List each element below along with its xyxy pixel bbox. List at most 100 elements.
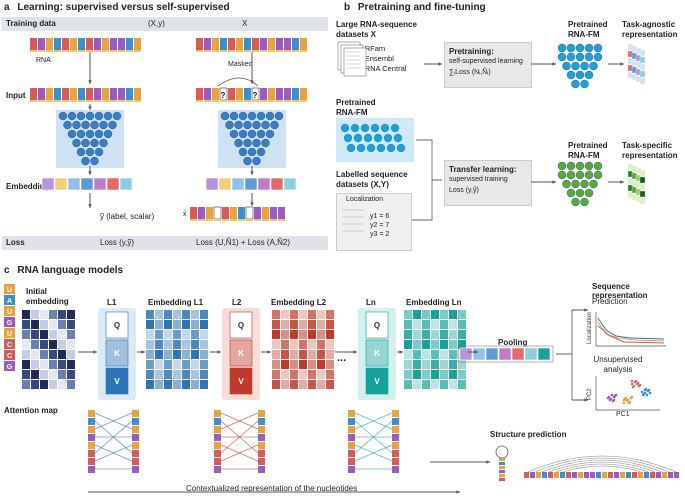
structure-sequence-tile	[554, 472, 559, 478]
embedding-l1-cell	[164, 380, 172, 389]
embedding-l2-cell	[317, 320, 325, 329]
network-selfsup-node	[238, 111, 248, 121]
structure-stem	[499, 462, 505, 465]
embedding-l2-cell	[308, 340, 316, 349]
pretrained-left-node	[350, 123, 360, 133]
rna-strand-top-right-backbone	[212, 50, 219, 52]
network-pretrained-top-node	[571, 61, 580, 71]
rna-strand-top-left-backbone	[102, 50, 109, 52]
network-pretrained-top-node	[584, 52, 594, 62]
network-pretrained-top-node	[589, 61, 598, 71]
contextualized-label: Contextualized representation of the nuc…	[186, 484, 358, 493]
embedding-ln-cell	[422, 310, 430, 319]
layer-1-q-label: Q	[114, 321, 120, 330]
structure-sequence-tile	[560, 472, 565, 478]
rna-strand-output-backbone	[246, 219, 253, 221]
embedding-bar-left-cell	[106, 177, 120, 191]
embedding-ln-cell	[422, 370, 430, 379]
nucleotide-letter: C	[7, 353, 12, 360]
arrow-c0-head	[93, 350, 97, 354]
network-supervised-node	[99, 120, 108, 130]
embedding-ln-cell	[449, 370, 457, 379]
embedding-l1-cell	[182, 360, 190, 369]
embedding-l1-cell	[155, 310, 163, 319]
attention-map-2-left-tile	[214, 442, 221, 449]
embedding-l2-cell	[272, 360, 280, 369]
embedding-l2-cell	[281, 340, 289, 349]
network-selfsup-node	[265, 129, 275, 139]
contextualized-arrow-head	[456, 490, 460, 494]
pretraining-text: self-supervised learning	[449, 58, 523, 65]
rna-strand-top-left-backbone	[54, 50, 61, 52]
attention-map-n-right-tile	[392, 450, 399, 457]
rna-strand-top-right-base	[220, 38, 227, 50]
attention-map-2-right-tile	[258, 426, 265, 433]
pretrained-left-node	[366, 143, 376, 153]
structure-sequence-tile	[644, 472, 649, 478]
embedding-l1-cell	[191, 340, 199, 349]
embedding-l1-cell	[146, 340, 154, 349]
layer-1-k-label: K	[114, 349, 120, 358]
pretrained-left-node	[346, 143, 356, 153]
dataset-title: Large RNA-sequence datasets X	[336, 20, 417, 39]
rna-strand-top-right-backbone	[196, 50, 203, 52]
embedding-l1-cell	[200, 320, 208, 329]
embedding-ln-cell	[449, 350, 457, 359]
rna-strand-top-left-backbone	[70, 50, 77, 52]
scatter-point	[630, 395, 634, 399]
rna-strand-output-base	[270, 207, 277, 219]
embedding-l1-cell	[146, 370, 154, 379]
embedding-l1-cell	[182, 370, 190, 379]
pred-line-red	[597, 325, 665, 344]
embedding-ln-cell	[449, 310, 457, 319]
embedding-ln-cell	[404, 330, 412, 339]
pretrained-left-node	[373, 133, 383, 143]
embedding-l1-cell	[155, 320, 163, 329]
network-supervised-node	[76, 129, 86, 139]
structure-sequence-tile	[608, 472, 613, 478]
pretrained-left-node	[340, 123, 350, 133]
network-finetuned-node	[562, 179, 571, 189]
embedding-l1-cell	[182, 350, 190, 359]
embedding-ln-cell	[431, 320, 439, 329]
attention-map-2-left-tile	[214, 426, 221, 433]
rna-strand-output-base	[278, 207, 285, 219]
embedding-l2-cell	[281, 380, 289, 389]
rna-strand-input-right-base	[284, 88, 291, 100]
rna-strand-input-right-backbone	[284, 100, 291, 102]
init-embedding-cell	[22, 360, 30, 369]
init-embedding-cell	[22, 330, 30, 339]
embedding-l1-cell	[191, 320, 199, 329]
pretrained-left-node	[343, 133, 353, 143]
structure-sequence-tile	[674, 472, 679, 478]
scatter-point	[609, 397, 613, 401]
pretrained-left-node	[376, 143, 386, 153]
attention-map-2-left-tile	[214, 466, 221, 473]
rna-strand-output-base	[245, 206, 254, 220]
init-embedding-cell	[49, 310, 57, 319]
attention-map-2-left-tile	[214, 418, 221, 425]
rna-strand-input-right-base	[212, 88, 219, 100]
rna-strand-top-right-backbone	[268, 50, 275, 52]
init-embedding-cell	[40, 330, 48, 339]
embedding-l1-cell	[155, 370, 163, 379]
layer-1-k-block	[105, 339, 129, 367]
arrow-to-pool-head	[474, 350, 478, 354]
rna-strand-output-base	[222, 207, 229, 219]
network-selfsup-node	[261, 138, 270, 148]
structure-stem	[499, 478, 505, 481]
network-pretrained-top-node	[562, 61, 571, 71]
supervised-output: ỹ (label, scalar)	[100, 212, 155, 221]
rna-strand-top-left-backbone	[118, 50, 125, 52]
embedding-l2-cell	[290, 320, 298, 329]
rna-strand-output-backbone	[254, 219, 261, 221]
rna-strand-output-base	[238, 207, 245, 219]
rna-strand-input-right-backbone	[220, 100, 227, 102]
embedding-l2-cell	[308, 310, 316, 319]
rna-strand-input-left-backbone	[30, 100, 37, 102]
embedding-l2-cell	[281, 360, 289, 369]
init-embedding-cell	[49, 360, 57, 369]
structure-arc	[527, 455, 677, 473]
structure-stem	[499, 474, 505, 477]
scatter-point	[612, 398, 616, 402]
